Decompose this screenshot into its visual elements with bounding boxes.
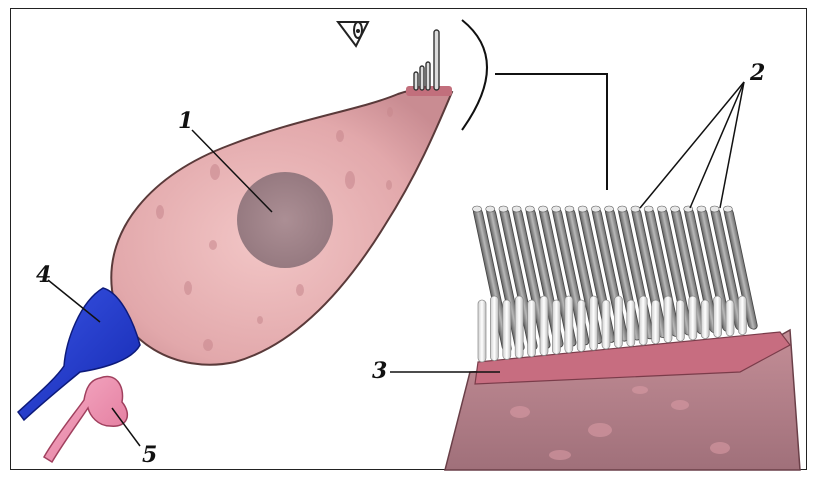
stereocilium-short [490, 296, 498, 361]
stereocilium-short [552, 300, 560, 354]
stereocilium-short [627, 300, 635, 346]
label-5: 5 [142, 442, 157, 468]
nucleus [237, 172, 333, 268]
label-3: 3 [372, 358, 387, 384]
stereocilium-short [565, 296, 573, 353]
stereocilium-short [639, 296, 647, 345]
stereocilium-short [676, 300, 684, 341]
stereocilium-short [602, 300, 610, 349]
stereocilium-short [478, 300, 486, 362]
label-1: 1 [178, 108, 193, 134]
stereocilium-short [614, 296, 622, 348]
eye-icon [338, 22, 368, 46]
stereocilium-short [664, 296, 672, 343]
stereocilium-short [726, 300, 734, 336]
stereocilium-short [528, 300, 536, 357]
label-4: 4 [36, 262, 51, 288]
stereocilium-short [577, 300, 585, 352]
stereocilium-short [590, 296, 598, 350]
stereocilium-short [701, 300, 709, 339]
stereocilium-short [652, 300, 660, 344]
magnification-arc [462, 20, 487, 130]
stereocilium-short [714, 296, 722, 337]
stereocilium-short [738, 296, 746, 335]
stereocilium-short [540, 296, 548, 356]
stereocilium-short [503, 300, 511, 359]
stereocilium-short [689, 296, 697, 340]
label-2: 2 [749, 60, 765, 86]
stereocilium-short [515, 296, 523, 358]
connector-line [495, 74, 607, 190]
